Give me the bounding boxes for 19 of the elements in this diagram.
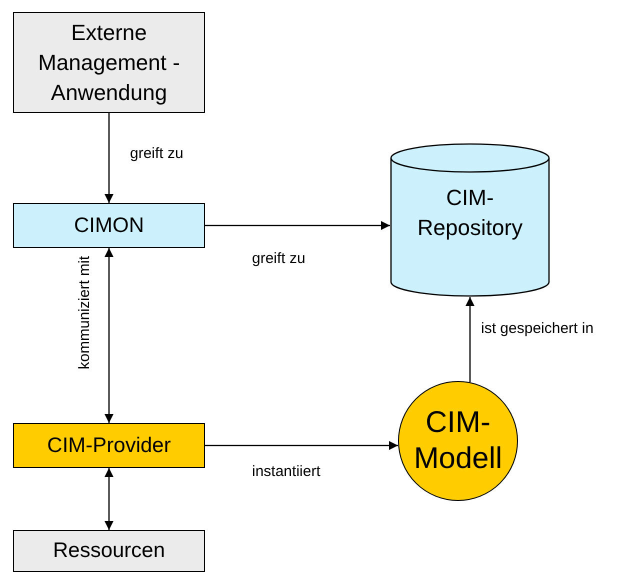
edge-label: greift zu	[252, 250, 306, 268]
node-label: CIM-Repository	[416, 184, 524, 242]
arrow	[205, 441, 398, 450]
edge-label: ist gespeichert in	[481, 320, 594, 338]
node-label: Ressourcen	[52, 538, 166, 564]
node-label: Externe Management - Anwendung	[37, 18, 181, 107]
arrow	[104, 113, 114, 203]
node-label: CIM-Modell	[412, 405, 504, 477]
arrow	[205, 221, 390, 230]
node-label: CIMON	[74, 212, 144, 239]
arrow	[104, 248, 114, 423]
edge-label: greift zu	[130, 145, 184, 163]
process-box	[13, 203, 205, 248]
process-box	[13, 423, 205, 468]
process-box	[13, 530, 205, 572]
arrow	[104, 468, 114, 530]
node-label: CIM-Provider	[47, 432, 171, 459]
process-box	[13, 12, 205, 113]
arrow	[466, 297, 474, 382]
